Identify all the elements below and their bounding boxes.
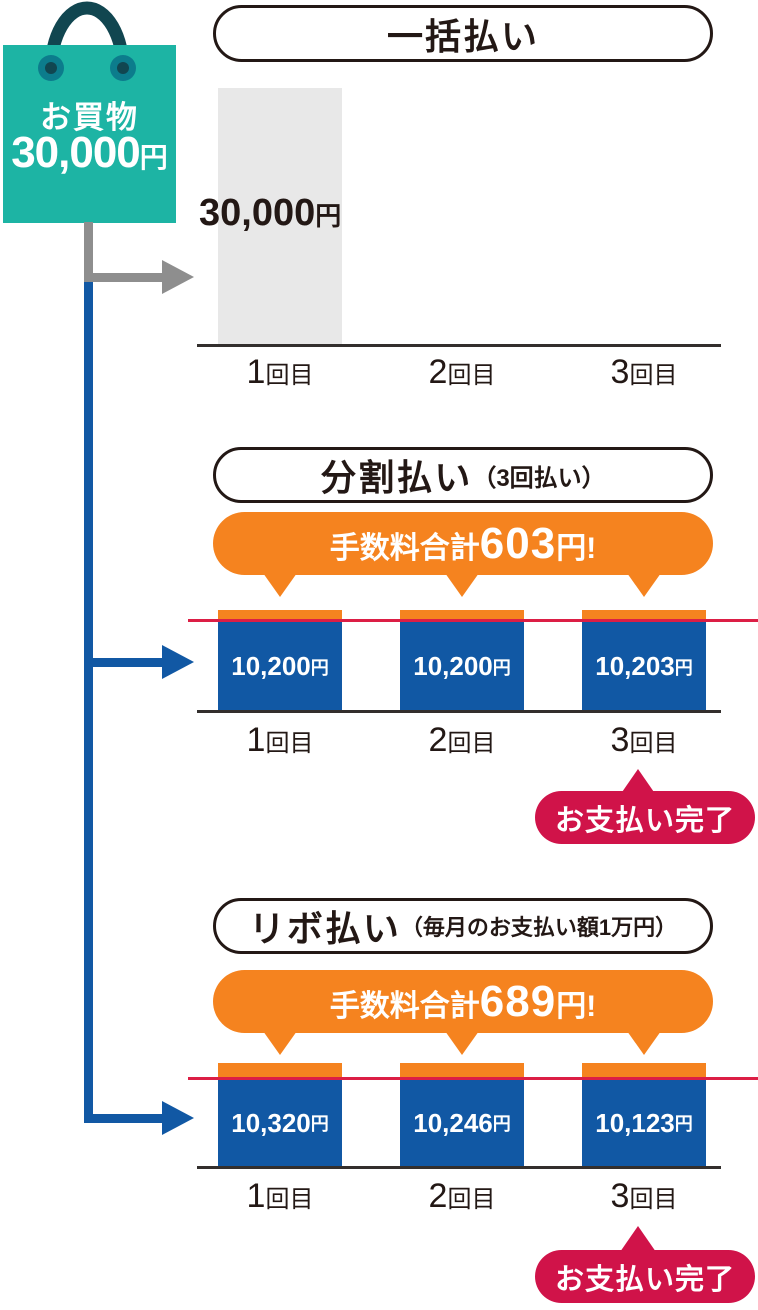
axis-line-revolving	[197, 1166, 721, 1169]
installment-title: 分割払い	[320, 457, 473, 498]
purchase-label: お買物	[40, 100, 139, 135]
threshold-line-installment	[188, 619, 758, 622]
revolving-bar-2-fee-cap	[400, 1063, 524, 1080]
bar-value: 10,246	[413, 1107, 493, 1138]
lump-sum-amount-unit: 円	[315, 201, 342, 231]
blue-connector-line	[84, 282, 93, 1123]
bag-grommet-right-icon	[110, 55, 136, 81]
payment-complete-badge-revolving: お支払い完了	[535, 1250, 755, 1303]
axis-line-installment	[197, 710, 721, 713]
purchase-amount-unit: 円	[139, 142, 168, 173]
lump-sum-title: 一括払い	[386, 15, 539, 57]
blue-arrow-to-installment	[93, 658, 163, 667]
bar-value: 10,123	[595, 1107, 675, 1138]
bag-grommet-left-icon	[38, 55, 64, 81]
payment-complete-tail-icon	[620, 1226, 656, 1252]
bar-value: 10,200	[413, 651, 493, 681]
revolving-title: リボ払い	[248, 908, 401, 949]
bar-value: 10,203	[595, 651, 675, 681]
revolving-bar-3-fee-cap	[582, 1063, 706, 1080]
section-title-pill-lump-sum: 一括払い	[213, 5, 713, 62]
x-label-2nd: 2回目	[428, 721, 496, 759]
section-title-pill-revolving: リボ払い（毎月のお支払い額1万円）	[213, 898, 713, 954]
fee-callout-tail-icon	[627, 573, 661, 597]
x-label-3rd: 3回目	[610, 1177, 678, 1215]
fee-callout-installment: 手数料合計603円!	[213, 512, 713, 575]
bar-value: 10,320	[231, 1107, 311, 1138]
x-label-1st: 1回目	[246, 353, 314, 391]
threshold-line-revolving	[188, 1077, 758, 1080]
axis-line-lump-sum	[197, 344, 721, 347]
fee-callout-tail-icon	[445, 573, 479, 597]
purchase-amount-value: 30,000	[11, 128, 141, 177]
blue-arrowhead-revolving-icon	[162, 1101, 194, 1135]
fee-callout-text: 手数料合計603円!	[329, 518, 597, 568]
lump-sum-bar	[218, 88, 342, 344]
purchase-amount: 30,000円	[3, 128, 176, 178]
fee-callout-tail-icon	[263, 1031, 297, 1055]
gray-arrowhead-icon	[162, 260, 194, 294]
fee-callout-tail-icon	[627, 1031, 661, 1055]
x-label-3rd: 3回目	[610, 353, 678, 391]
fee-callout-revolving: 手数料合計689円!	[213, 970, 713, 1033]
payment-complete-badge-installment: お支払い完了	[535, 791, 755, 844]
x-label-2nd: 2回目	[428, 353, 496, 391]
payment-complete-tail-icon	[620, 769, 656, 795]
shopping-bag	[3, 45, 176, 223]
section-title-pill-installment: 分割払い（3回払い）	[213, 447, 713, 503]
lump-sum-amount-label: 30,000円	[199, 192, 341, 235]
blue-arrowhead-installment-icon	[162, 645, 194, 679]
fee-callout-tail-icon	[263, 573, 297, 597]
gray-arrow-to-lump-sum	[84, 273, 164, 282]
revolving-subtitle: （毎月のお支払い額1万円）	[400, 915, 678, 940]
fee-callout-text: 手数料合計689円!	[329, 976, 597, 1026]
x-label-1st: 1回目	[246, 1177, 314, 1215]
blue-arrow-to-revolving	[84, 1114, 163, 1123]
installment-subtitle: （3回払い）	[472, 464, 606, 492]
x-label-3rd: 3回目	[610, 721, 678, 759]
lump-sum-amount-value: 30,000	[199, 192, 316, 234]
x-label-1st: 1回目	[246, 721, 314, 759]
x-label-2nd: 2回目	[428, 1177, 496, 1215]
gray-connector-stem	[84, 222, 93, 273]
bar-value: 10,200	[231, 651, 311, 681]
revolving-bar-1-fee-cap	[218, 1063, 342, 1080]
fee-callout-tail-icon	[445, 1031, 479, 1055]
